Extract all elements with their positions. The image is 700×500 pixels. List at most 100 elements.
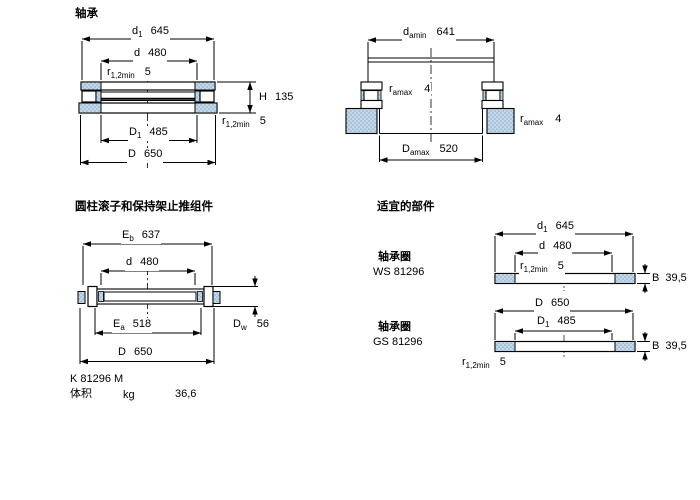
dim-value: 485 [557, 315, 576, 327]
dim-assembly-d: d 480 [125, 256, 160, 271]
dim-value: 4 [424, 83, 431, 95]
mass-unit: kg [123, 389, 135, 401]
dim-symbol: D [535, 297, 543, 309]
dim-symbol: D [129, 126, 137, 138]
dim-value: 39,5 [665, 272, 687, 284]
dim-mounted-Damax: Damax 520 [401, 143, 459, 158]
assembly-section-title: 圆柱滚子和保持架止推组件 [75, 201, 213, 213]
roller-cage-assembly-drawing [77, 241, 258, 365]
gs-washer-drawing [494, 308, 650, 361]
dim-assembly-Eb: Eb 637 [121, 229, 162, 244]
dim-symbol: r [107, 66, 111, 78]
dim-symbol: D [537, 315, 545, 327]
dim-symbol: B [652, 340, 660, 352]
dim-value: 135 [274, 91, 294, 103]
dim-gs-r12: r1,2min 5 [461, 356, 507, 371]
dim-value: 5 [557, 260, 564, 272]
dim-symbol: d [537, 220, 544, 232]
dim-subscript: amax [409, 148, 430, 157]
dim-symbol: r [520, 260, 524, 272]
dim-value: 641 [436, 26, 455, 38]
dim-ws-d1: d1 645 [536, 220, 575, 235]
dim-value: 645 [555, 220, 574, 232]
dim-symbol: d [403, 26, 410, 38]
dim-mounted-ramax-outer: ramax 4 [519, 113, 563, 128]
dim-value: 518 [132, 318, 152, 330]
dim-symbol: r [389, 83, 393, 95]
dim-assembly-D: D 650 [117, 346, 154, 361]
dim-gs-D: D 650 [534, 297, 571, 312]
dim-subscript: amax [523, 118, 544, 127]
designation-text: K 81296 M [70, 373, 124, 385]
dim-assembly-Dw: Dw 56 [232, 318, 270, 333]
dim-value: 480 [148, 47, 167, 59]
dim-subscript: 1,2min [110, 71, 135, 80]
dim-subscript: b [129, 234, 134, 243]
dim-subscript: 1 [543, 225, 548, 234]
bearing-cross-section-drawing [78, 36, 256, 168]
dim-value: 637 [141, 229, 161, 241]
dim-value: 39,5 [665, 340, 687, 352]
dim-mounted-ramax-inner: ramax 4 [388, 83, 432, 98]
dim-symbol: B [652, 272, 660, 284]
dim-bearing-D: D 650 [127, 148, 164, 163]
dim-symbol: D [233, 318, 241, 330]
dim-value: 650 [143, 148, 163, 160]
dim-symbol: E [113, 318, 121, 330]
bearing-section-title: 轴承 [75, 8, 98, 20]
dim-bearing-H: H 135 [258, 91, 295, 106]
dim-value: 480 [553, 240, 572, 252]
dim-value: 650 [550, 297, 570, 309]
dim-symbol: E [122, 229, 130, 241]
dim-value: 485 [149, 126, 168, 138]
dim-value: 480 [140, 256, 159, 268]
dim-value: 5 [259, 115, 266, 127]
dim-value: 645 [150, 25, 169, 37]
dim-mounted-damin: damin 641 [402, 26, 456, 41]
dim-subscript: w [240, 323, 247, 332]
dim-subscript: 1 [136, 131, 142, 140]
dim-symbol: d [539, 240, 546, 252]
dim-symbol: H [259, 91, 267, 103]
dim-subscript: amax [392, 88, 413, 97]
dim-gs-B: B 39,5 [651, 340, 688, 355]
dim-symbol: d [126, 256, 133, 268]
dim-symbol: d [134, 47, 141, 59]
dim-subscript: 1 [138, 30, 143, 39]
dim-value: 520 [439, 143, 458, 155]
gs-ring-code: GS 81296 [373, 336, 423, 348]
dim-subscript: 1,2min [225, 120, 250, 129]
dim-bearing-d: d 480 [133, 47, 168, 62]
dim-value: 56 [256, 318, 269, 330]
dim-subscript: a [120, 323, 125, 332]
dim-symbol: r [222, 115, 226, 127]
dim-subscript: 1 [544, 320, 550, 329]
dim-value: 650 [133, 346, 153, 358]
parts-section-title: 适宜的部件 [377, 201, 435, 213]
dim-gs-D1: D1 485 [536, 315, 577, 330]
dim-ws-B: B 39,5 [651, 272, 688, 287]
dim-bearing-D1: D1 485 [128, 126, 169, 141]
dim-subscript: amin [409, 31, 427, 40]
gs-ring-label: 轴承圈 [378, 321, 411, 333]
dim-ws-d: d 480 [538, 240, 573, 255]
mass-label: 体积 [70, 388, 92, 400]
dim-subscript: 1,2min [523, 265, 548, 274]
dim-symbol: D [402, 143, 410, 155]
dim-symbol: r [462, 356, 466, 368]
ws-ring-label: 轴承圈 [378, 251, 411, 263]
dim-value: 5 [499, 356, 506, 368]
ws-ring-code: WS 81296 [373, 266, 425, 278]
dim-symbol: r [520, 113, 524, 125]
dim-bearing-r12-bottom: r1,2min 5 [221, 115, 267, 130]
dim-value: 4 [555, 113, 562, 125]
dim-symbol: D [128, 148, 136, 160]
mass-value: 36,6 [175, 388, 197, 400]
dim-subscript: 1,2min [465, 361, 490, 370]
dim-ws-r12: r1,2min 5 [519, 260, 565, 275]
dim-symbol: D [118, 346, 126, 358]
